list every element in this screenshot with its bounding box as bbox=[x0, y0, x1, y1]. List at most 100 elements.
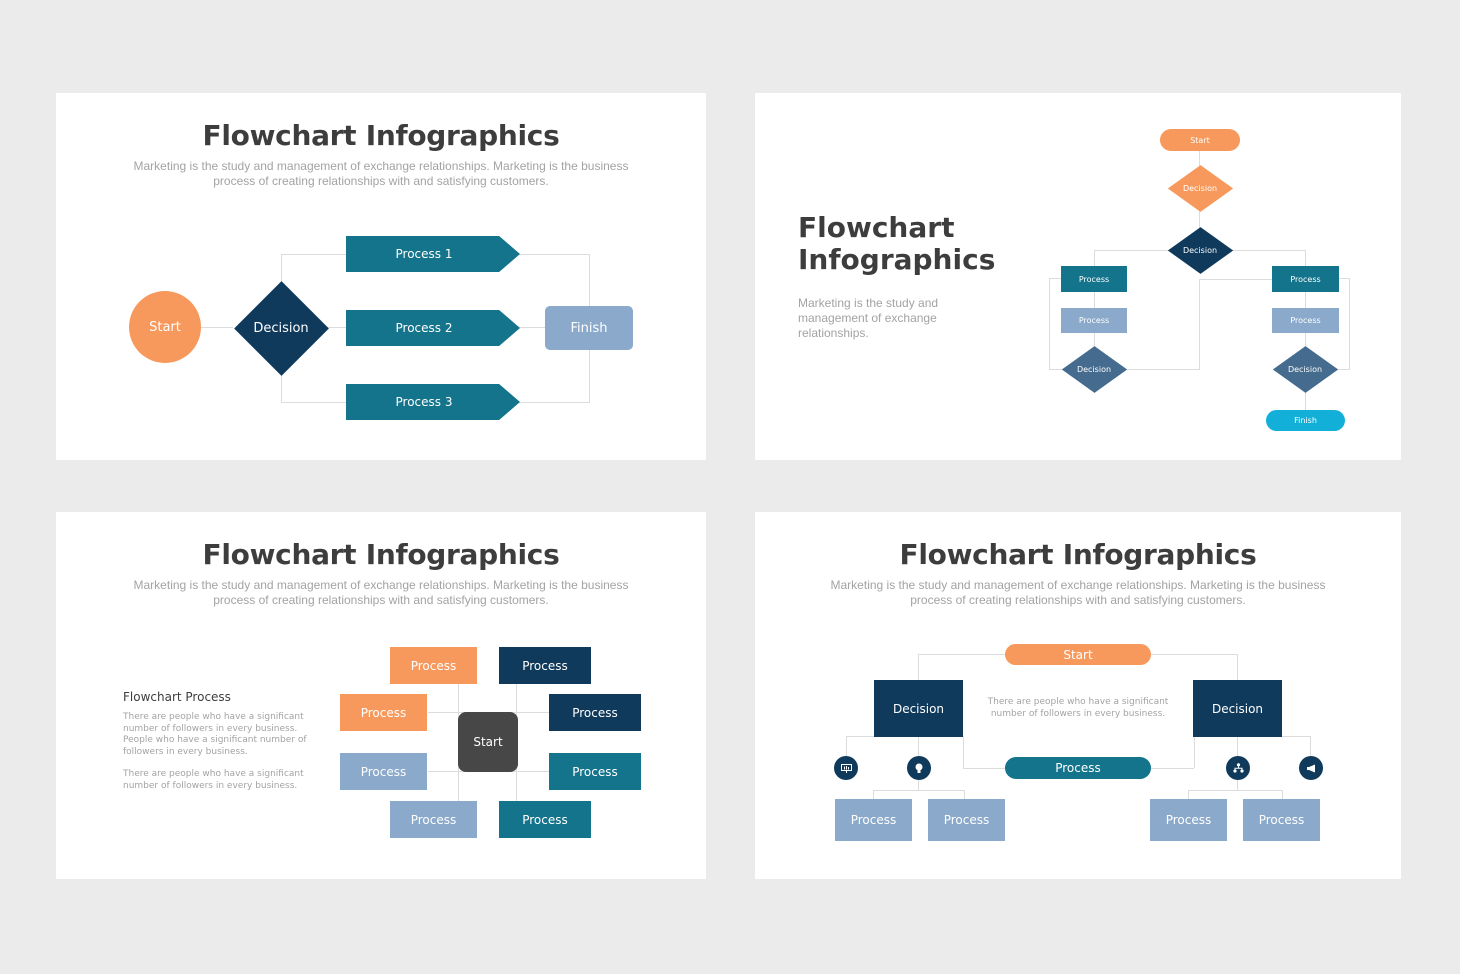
left-process-2: Process bbox=[1061, 308, 1127, 333]
connector bbox=[918, 654, 919, 680]
connector bbox=[963, 736, 964, 768]
right-process-2: Process bbox=[1272, 308, 1339, 333]
process-label: Process bbox=[850, 813, 897, 827]
connector bbox=[326, 327, 347, 328]
left-decision-node: Decision bbox=[1060, 345, 1128, 393]
connector bbox=[1127, 369, 1200, 370]
center-text-line1: There are people who have a significant bbox=[987, 697, 1169, 707]
connector bbox=[1338, 278, 1350, 279]
slide-title-line1: Flowchart bbox=[798, 211, 955, 244]
slide-subtitle-line2: process of creating relationships with a… bbox=[910, 593, 1246, 607]
connector bbox=[918, 736, 919, 756]
connector bbox=[1310, 736, 1311, 756]
connector bbox=[1094, 250, 1095, 266]
slide-2: Flowchart Infographics Marketing is the … bbox=[755, 93, 1401, 460]
decision-label: Decision bbox=[1211, 701, 1264, 716]
process-label: Process bbox=[1258, 813, 1305, 827]
connector bbox=[1049, 278, 1063, 279]
connector bbox=[518, 327, 546, 328]
connector bbox=[1150, 654, 1238, 655]
center-text-line2: number of followers in every business. bbox=[990, 709, 1166, 719]
slide-title-line2: Infographics bbox=[798, 243, 996, 276]
connector bbox=[1188, 790, 1283, 791]
process-node: Process bbox=[928, 799, 1005, 841]
connector bbox=[1194, 736, 1195, 768]
process-label: Process bbox=[1078, 274, 1110, 284]
process-label: Process bbox=[360, 764, 407, 779]
right-process-1: Process bbox=[1272, 266, 1339, 292]
process-label: Process bbox=[522, 658, 568, 673]
connector bbox=[873, 790, 874, 800]
right-decision-node: Decision bbox=[1271, 345, 1339, 393]
process-label: Process bbox=[1165, 813, 1212, 827]
start-label: Start bbox=[473, 735, 503, 749]
slide-1: Flowchart Infographics Marketing is the … bbox=[56, 93, 706, 460]
connector bbox=[1049, 369, 1063, 370]
process-label: Process 3 bbox=[395, 395, 453, 409]
process-label: Process bbox=[522, 812, 568, 827]
connector bbox=[1150, 768, 1194, 769]
connector bbox=[518, 254, 590, 255]
side-paragraph-2: There are people who have a significant … bbox=[123, 769, 304, 791]
process-label: Process bbox=[572, 764, 618, 779]
connector bbox=[281, 254, 347, 255]
connector bbox=[1199, 279, 1200, 370]
process-label: Process bbox=[410, 812, 457, 827]
lightbulb-icon bbox=[907, 756, 931, 780]
process-label: Process 1 bbox=[395, 247, 453, 261]
start-label: Start bbox=[1190, 135, 1210, 145]
start-node: Start bbox=[129, 291, 201, 363]
process-node: Process bbox=[499, 647, 591, 684]
connector bbox=[963, 768, 1005, 769]
finish-node: Finish bbox=[1266, 410, 1345, 431]
process-label: Process bbox=[1290, 316, 1321, 325]
process-node: Process bbox=[390, 647, 477, 684]
decision-node: Decision bbox=[233, 280, 329, 376]
process-label: Process bbox=[410, 658, 457, 673]
slide-subtitle-line2: process of creating relationships with a… bbox=[213, 174, 549, 188]
connector bbox=[1049, 278, 1050, 369]
start-label: Start bbox=[1063, 647, 1093, 662]
decision-label: Decision bbox=[1182, 245, 1218, 255]
decision-top-node: Decision bbox=[1166, 164, 1234, 212]
slide-subtitle-line1: Marketing is the study and management of… bbox=[133, 159, 629, 173]
slide-subtitle-line1: Marketing is the study and management of… bbox=[830, 578, 1326, 592]
process-node: Process bbox=[340, 694, 427, 731]
connector bbox=[1349, 278, 1350, 369]
connector bbox=[918, 654, 1006, 655]
connector bbox=[201, 327, 233, 328]
connector bbox=[1237, 654, 1238, 680]
slide-desc-line1: Marketing is the study and bbox=[798, 296, 939, 310]
process-label: Process bbox=[572, 705, 618, 720]
process-label: Process 2 bbox=[395, 321, 453, 335]
connector bbox=[1237, 780, 1238, 790]
process-node: Process bbox=[549, 753, 641, 790]
connector bbox=[1305, 391, 1306, 411]
center-process-node: Process bbox=[1005, 757, 1151, 779]
process-node: Process bbox=[340, 753, 427, 790]
process-node: Process bbox=[1150, 799, 1227, 841]
connector bbox=[281, 402, 347, 403]
connector bbox=[918, 780, 919, 790]
connector bbox=[1237, 736, 1238, 756]
process-node: Process bbox=[390, 801, 477, 838]
process-node: Process bbox=[549, 694, 641, 731]
decision-right-node: Decision bbox=[1193, 680, 1282, 737]
slide-desc-line3: relationships. bbox=[798, 326, 869, 340]
process-label: Process bbox=[1078, 316, 1110, 325]
decision-label: Decision bbox=[1287, 364, 1323, 374]
slide-subtitle-line1: Marketing is the study and management of… bbox=[133, 578, 629, 592]
slide-title: Flowchart Infographics bbox=[202, 119, 560, 152]
start-label: Start bbox=[149, 319, 181, 335]
presentation-icon bbox=[834, 756, 858, 780]
process-2-node: Process 2 bbox=[346, 310, 520, 346]
finish-label: Finish bbox=[1294, 416, 1317, 425]
connector bbox=[873, 790, 964, 791]
process-node: Process bbox=[1243, 799, 1320, 841]
connector bbox=[964, 790, 965, 800]
connector bbox=[1188, 790, 1189, 800]
decision-label: Decision bbox=[892, 701, 945, 716]
start-node: Start bbox=[1005, 644, 1151, 665]
slide-3: Flowchart Infographics Marketing is the … bbox=[56, 512, 706, 879]
process-label: Process bbox=[943, 813, 990, 827]
